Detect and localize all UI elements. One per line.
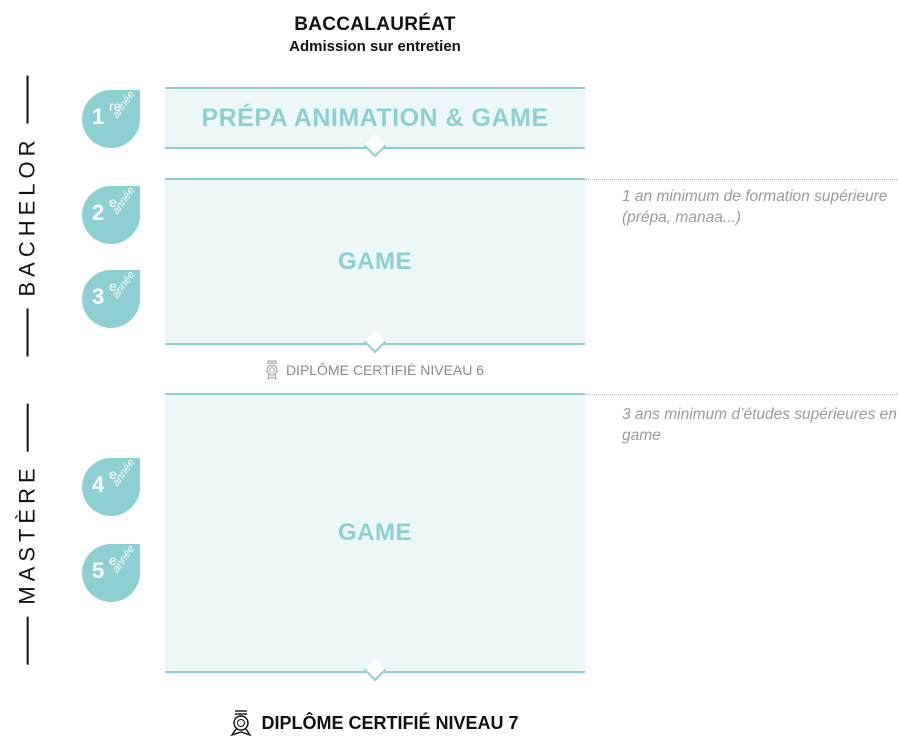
year-number: 4: [92, 472, 105, 497]
badge-shape-icon: [82, 270, 140, 328]
diploma-level-6-label: DIPLÔME CERTIFIÉ NIVEAU 6: [285, 362, 485, 378]
diploma-level-7-label: DIPLÔME CERTIFIÉ NIVEAU 7: [261, 712, 519, 733]
year-number: 1: [92, 104, 105, 129]
year-suffix: e: [109, 278, 117, 294]
note-master-requirement: 3 ans minimum d’études supérieures en ga…: [622, 406, 897, 444]
year-suffix: e: [109, 466, 117, 482]
badge-shape-icon: [82, 186, 140, 244]
section-mastere: MASTÈRE: [8, 398, 48, 670]
year-number: 2: [92, 200, 105, 225]
year-badge-2: 2 e année: [80, 184, 142, 246]
prepa-label: PRÉPA ANIMATION & GAME: [201, 103, 549, 132]
badge-shape-icon: [82, 90, 140, 148]
year-badge-1: 1 re année: [80, 88, 142, 150]
divider-line: [27, 403, 29, 452]
year-number: 3: [92, 284, 105, 309]
header-title: BACCALAURÉAT: [294, 14, 456, 35]
diploma-level-6: DIPLÔME CERTIFIÉ NIVEAU 6: [164, 360, 584, 380]
note-bachelor-requirement: 1 an minimum de formation supérieure (pr…: [622, 188, 888, 226]
section-bachelor-label: BACHELOR: [15, 135, 41, 297]
header-subtitle: Admission sur entretien: [289, 38, 461, 55]
badge-shape-icon: [82, 544, 140, 602]
note-divider: [585, 394, 897, 395]
section-mastere-label: MASTÈRE: [15, 463, 41, 605]
divider-line: [27, 308, 29, 357]
year-badge-4: 4 e année: [80, 456, 142, 518]
year-suffix: re: [109, 98, 122, 114]
year-suffix: e: [109, 194, 117, 210]
game-bachelor-label: GAME: [338, 247, 412, 275]
certificate-medal-icon: [230, 710, 252, 736]
section-bachelor: BACHELOR: [8, 75, 48, 357]
diploma-level-7: DIPLÔME CERTIFIÉ NIVEAU 7: [164, 710, 584, 736]
game-master-block: GAME: [165, 393, 585, 673]
year-suffix: e: [109, 552, 117, 568]
year-badge-5: 5 e année: [80, 542, 142, 604]
note-divider: [585, 179, 897, 180]
year-number: 5: [92, 558, 105, 583]
badge-shape-icon: [82, 458, 140, 516]
year-badge-3: 3 e année: [80, 268, 142, 330]
certificate-medal-icon: [266, 360, 278, 380]
divider-line: [27, 75, 29, 124]
game-master-label: GAME: [338, 519, 412, 546]
divider-line: [27, 616, 29, 665]
game-bachelor-block: GAME: [165, 178, 585, 345]
